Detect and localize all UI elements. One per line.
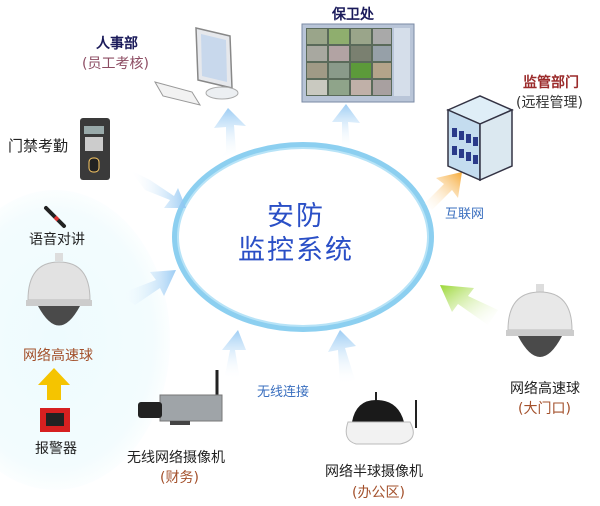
center-title-line2: 监控系统 <box>238 235 354 266</box>
building-icon <box>446 95 514 182</box>
speed-dome-camera-left-icon <box>26 253 92 326</box>
alarm-label: 报警器 <box>35 441 77 457</box>
system-ring <box>172 142 434 332</box>
arrow-to-supervision <box>420 172 462 210</box>
wireless-camera-label: 无线网络摄像机 <box>127 450 225 466</box>
video-wall-icon <box>301 23 415 103</box>
arrow-from-left-dome <box>120 270 176 305</box>
half-dome-sublabel: (办公区) <box>352 485 405 501</box>
supervision-label: 监管部门 <box>523 75 579 91</box>
speed-dome-right-sublabel: (大门口) <box>518 401 571 417</box>
intercom-label: 语音对讲 <box>29 232 85 248</box>
center-title-line1: 安防 <box>267 201 325 232</box>
hr-sublabel: (员工考核) <box>82 56 149 72</box>
microphone-icon <box>44 206 66 228</box>
arrow-from-access <box>130 170 186 208</box>
hr-label: 人事部 <box>96 36 138 52</box>
speed-dome-left-label: 网络高速球 <box>23 348 93 364</box>
speed-dome-right-label: 网络高速球 <box>510 381 580 397</box>
arrow-to-security <box>330 104 360 150</box>
speed-dome-camera-right-icon <box>506 284 574 357</box>
half-dome-label: 网络半球摄像机 <box>325 464 423 480</box>
arrow-from-right-dome <box>440 285 498 325</box>
access-label: 门禁考勤 <box>8 137 69 155</box>
wireless-label: 无线连接 <box>257 385 310 400</box>
wireless-camera-icon <box>138 370 223 425</box>
computer-icon <box>153 27 239 106</box>
security-label: 保卫处 <box>332 7 374 23</box>
arrow-from-half-dome <box>328 330 356 385</box>
access-control-icon <box>80 118 110 180</box>
half-dome-camera-icon <box>345 392 417 445</box>
arrow-to-hr <box>214 108 246 160</box>
arrow-alarm-to-dome <box>38 368 70 400</box>
alarm-icon <box>40 408 70 432</box>
arrow-from-wireless-camera <box>222 330 246 380</box>
supervision-sublabel: (远程管理) <box>516 95 583 111</box>
center-title: 安防 监控系统 <box>196 200 396 268</box>
wireless-camera-sublabel: (财务) <box>160 470 199 486</box>
internet-label: 互联网 <box>445 207 485 222</box>
